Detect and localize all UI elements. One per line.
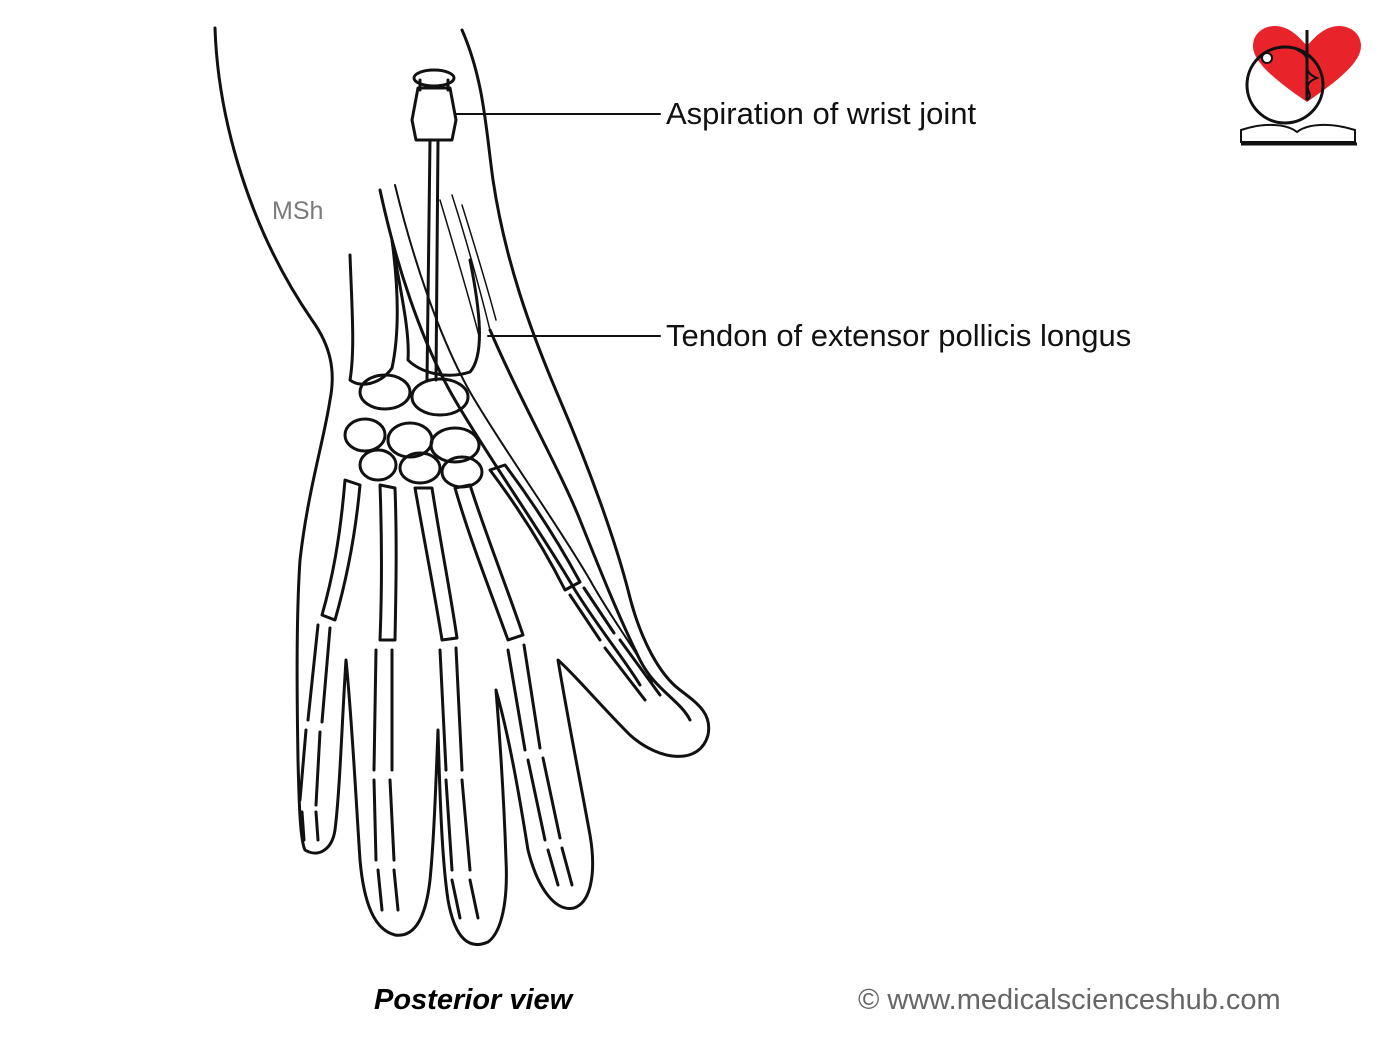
metacarpal-3	[413, 486, 459, 642]
syringe-hub	[410, 86, 458, 142]
phalanges-4	[372, 648, 400, 912]
carpal-bone	[386, 421, 434, 459]
carpal-bone	[358, 448, 398, 482]
label-aspiration-of-wrist-joint: Aspiration of wrist joint	[666, 96, 977, 131]
needle-shaft	[425, 138, 440, 382]
artist-initials: MSh	[272, 197, 324, 225]
logo-stethoscope-icon	[1245, 45, 1325, 125]
phalanges-2	[506, 643, 574, 887]
radius-bone	[390, 238, 481, 377]
label-tendon-extensor-pollicis-longus: Tendon of extensor pollicis longus	[666, 318, 1132, 353]
muscle-fibers	[439, 194, 497, 341]
copyright-watermark: © www.medicalscienceshub.com	[858, 984, 1281, 1016]
phalanges-1	[568, 586, 662, 702]
syringe-hub-top	[412, 68, 456, 88]
phalanges-3	[438, 646, 480, 920]
thumb-inner-outline	[488, 328, 692, 722]
tendon-epl	[378, 188, 642, 687]
carpal-bone	[429, 426, 481, 464]
logo-book-icon	[1240, 124, 1356, 143]
metacarpal-1	[488, 463, 582, 592]
carpal-bone	[358, 373, 412, 411]
figure-caption: Posterior view	[374, 984, 573, 1016]
metacarpal-5	[320, 478, 362, 622]
carpal-bone	[410, 377, 470, 417]
carpal-bone	[398, 451, 442, 485]
hand-outline-ulnar	[213, 26, 711, 947]
metacarpal-4	[378, 483, 398, 642]
syringe-hub-collar	[418, 78, 450, 92]
metacarpal-2	[453, 483, 525, 642]
ulna-bone	[348, 238, 399, 386]
carpal-bone	[343, 417, 387, 453]
tendon-epl-inner	[394, 184, 653, 683]
logo-icon	[1240, 26, 1361, 146]
phalanges-5	[298, 623, 332, 842]
